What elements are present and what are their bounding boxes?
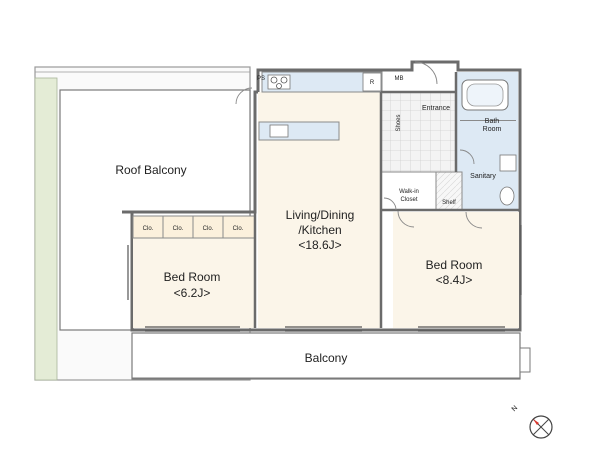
roof-balcony-label: Roof Balcony	[115, 163, 186, 177]
closet-label: Clo.	[203, 226, 214, 232]
windows	[127, 225, 522, 332]
kitchen	[258, 71, 383, 141]
interior-walls	[253, 72, 520, 328]
closet-label: Clo.	[233, 226, 244, 232]
closet-label: Clo.	[143, 226, 154, 232]
compass-icon	[529, 415, 553, 439]
bath-label-line2: Room	[483, 126, 502, 133]
walkin-label-line2: Closet	[400, 197, 417, 203]
bedroom2-label: Bed Room	[426, 258, 483, 272]
sanitary-label: Sanitary	[470, 173, 496, 180]
living-label-line1: Living/Dining	[286, 208, 355, 222]
door-swings	[235, 61, 483, 229]
balcony-label: Balcony	[305, 351, 348, 365]
compass-north-label: N	[511, 405, 520, 414]
living-size-label: <18.6J>	[298, 238, 341, 252]
closet-strip	[132, 215, 256, 239]
bedroom1-label: Bed Room	[164, 270, 221, 284]
shelf-label: Shelf	[442, 200, 456, 206]
fridge-label: R	[370, 80, 375, 86]
bath-fixtures	[460, 79, 517, 206]
meter-box-label: MB	[395, 76, 404, 82]
living-label-line2: /Kitchen	[298, 223, 341, 237]
unit-walls	[122, 60, 522, 332]
shoes-label: Shoes	[396, 114, 402, 131]
balcony-area	[131, 332, 531, 380]
bedroom1-size-label: <6.2J>	[174, 286, 211, 300]
bedroom2-size-label: <8.4J>	[436, 273, 473, 287]
closet-label: Clo.	[173, 226, 184, 232]
walkin-label-line1: Walk-in	[399, 189, 419, 195]
pipe-space-label: PS	[257, 76, 265, 82]
bath-label-line1: Bath	[485, 118, 500, 125]
entrance-label: Entrance	[422, 105, 450, 112]
